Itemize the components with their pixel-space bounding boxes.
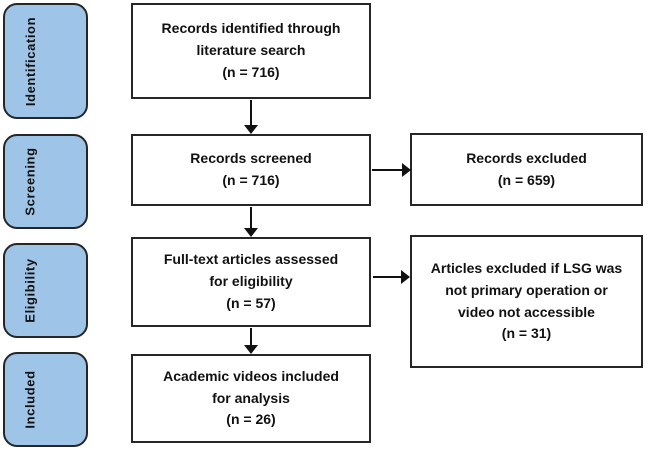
exclusion-box-records-excluded-text: Records excluded (n = 659)	[466, 149, 587, 188]
stage-box-included: Included	[3, 352, 88, 447]
flow-box-records-identified-text: Records identified through literature se…	[161, 20, 341, 80]
arrow-fulltext-to-articles-excluded	[373, 276, 401, 278]
arrow-screened-to-fulltext	[250, 207, 252, 228]
flow-box-records-screened: Records screened (n = 716)	[131, 134, 371, 206]
exclusion-box-records-excluded: Records excluded (n = 659)	[410, 133, 643, 206]
flow-box-records-screened-text: Records screened (n = 716)	[190, 150, 312, 188]
exclusion-box-articles-excluded: Articles excluded if LSG was not primary…	[410, 235, 643, 368]
flow-box-fulltext-assessed-text: Full-text articles assessed for eligibil…	[163, 251, 339, 311]
stage-box-eligibility: Eligibility	[3, 243, 88, 338]
flow-box-fulltext-assessed: Full-text articles assessed for eligibil…	[131, 237, 371, 327]
flow-box-records-identified: Records identified through literature se…	[131, 3, 371, 99]
stage-box-screening: Screening	[3, 134, 88, 229]
stage-label-screening: Screening	[22, 147, 38, 216]
flow-box-videos-included-text: Academic videos included for analysis (n…	[163, 367, 339, 428]
arrow-identified-to-screened	[250, 100, 252, 125]
arrow-fulltext-to-included	[250, 328, 252, 345]
stage-label-included: Included	[23, 370, 38, 429]
stage-label-identification: Identification	[23, 16, 39, 106]
exclusion-box-articles-excluded-text: Articles excluded if LSG was not primary…	[430, 259, 623, 342]
arrow-screened-to-records-excluded	[372, 169, 402, 171]
flow-box-videos-included: Academic videos included for analysis (n…	[131, 354, 371, 443]
stage-label-eligibility: Eligibility	[22, 258, 38, 323]
stage-box-identification: Identification	[3, 3, 88, 119]
